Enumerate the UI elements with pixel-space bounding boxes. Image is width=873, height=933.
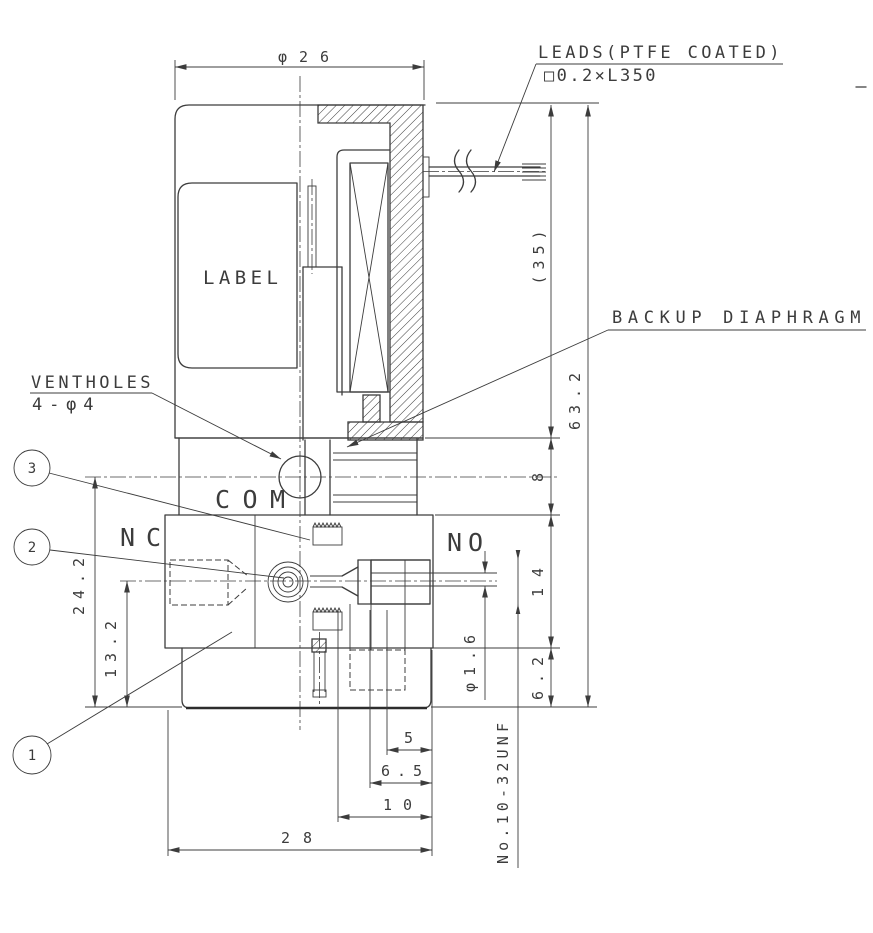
port-cavity-lines: [349, 604, 406, 650]
dim-35-text: (35): [530, 230, 548, 285]
centerlines: [85, 76, 560, 730]
coil-bobbin: [336, 149, 391, 393]
balloon-1-number: 1: [28, 748, 36, 764]
port-no-label: NO: [447, 528, 485, 557]
port-com-label: COM: [215, 485, 287, 514]
lead-exit-boss: [422, 156, 430, 198]
bottom-plug-screw: [311, 632, 327, 704]
com-port-bore: [333, 452, 417, 503]
bottom-extension-lines: [167, 610, 433, 856]
no-port-nozzle: [310, 559, 497, 605]
valve-body: [164, 514, 497, 649]
dim-10-text: 10: [383, 796, 413, 814]
backup-diaphragm-leader: [346, 329, 609, 448]
label-plate-text: LABEL: [203, 267, 281, 289]
pole-piece-hatched: [362, 394, 381, 423]
balloon-3-number: 3: [28, 461, 36, 477]
dim-5-text: 5: [404, 729, 414, 747]
solenoid-shell-hatched: [317, 104, 424, 423]
wire-strands-icon: [522, 163, 546, 181]
leads-label: LEADS(PTFE COATED): [538, 43, 781, 63]
solenoid-bottom-flange-hatched: [347, 421, 424, 441]
thread-spec-label: No.10-32UNF: [494, 722, 512, 864]
lead-wires: [423, 149, 548, 193]
balloon-callouts: 3 2 1: [12, 449, 311, 775]
thread-zigzag-lower: [312, 606, 342, 614]
lower-body-outline: [181, 647, 432, 709]
dim-dia1-6-text: φ1.6: [461, 634, 479, 692]
dim-dia26-text: φ26: [278, 48, 330, 66]
balloon-2-leader: [49, 549, 285, 579]
ventholes-leader: [151, 392, 282, 460]
ventholes-label: VENTHOLES: [31, 373, 152, 393]
vent-dome: [278, 455, 322, 499]
port-nc-label: NC: [120, 523, 163, 552]
leads-spec-label: □0.2×L350: [544, 66, 657, 86]
seat-retainer: [312, 611, 343, 631]
dim-dia26: φ26: [174, 48, 425, 100]
leads-leader: [493, 63, 537, 173]
coil-winding-box: [349, 162, 389, 393]
nc-port-thread-hidden: [169, 559, 249, 606]
dim-28-text: 28: [281, 829, 313, 847]
balloon-1-leader: [46, 631, 233, 745]
hidden-port-outline: [349, 649, 406, 691]
ventholes-spec-label: 4-φ4: [32, 395, 95, 415]
right-extension-lines: [85, 102, 599, 708]
stem-flange: [312, 526, 343, 546]
wire-break-icon: [453, 149, 477, 193]
dim-6-2-text: 6.2: [529, 656, 547, 700]
dim-24-2-text: 24.2: [70, 557, 88, 615]
backup-diaphragm-label: BACKUP DIAPHRAGM: [612, 308, 862, 328]
dim-6-5-text: 6.5: [381, 762, 423, 780]
label-plate: [177, 182, 298, 369]
valve-body-outline: [164, 514, 434, 649]
balloon-1: [12, 735, 52, 775]
dim-14-text: 14: [529, 567, 547, 597]
valve-seat-circles: [267, 561, 309, 603]
dim-8-text: 8: [529, 472, 547, 482]
dimensions: φ26 (35) 63.2 8 14 6.2 24.2 13.2: [70, 48, 599, 856]
balloon-3: [13, 449, 51, 487]
balloon-2: [13, 528, 51, 566]
dim-13-2-text: 13.2: [102, 620, 120, 678]
coil-cross-2: [349, 162, 389, 393]
dim-63-2-text: 63.2: [566, 372, 584, 430]
solenoid: [302, 104, 430, 441]
balloon-2-number: 2: [28, 540, 36, 556]
thread-arrow-up: [515, 604, 521, 614]
lower-body: [181, 604, 432, 710]
housing-outline: [174, 104, 426, 439]
thread-arrow-down: [515, 550, 521, 560]
neck-section: [178, 437, 418, 516]
thread-zigzag-upper: [312, 521, 342, 529]
